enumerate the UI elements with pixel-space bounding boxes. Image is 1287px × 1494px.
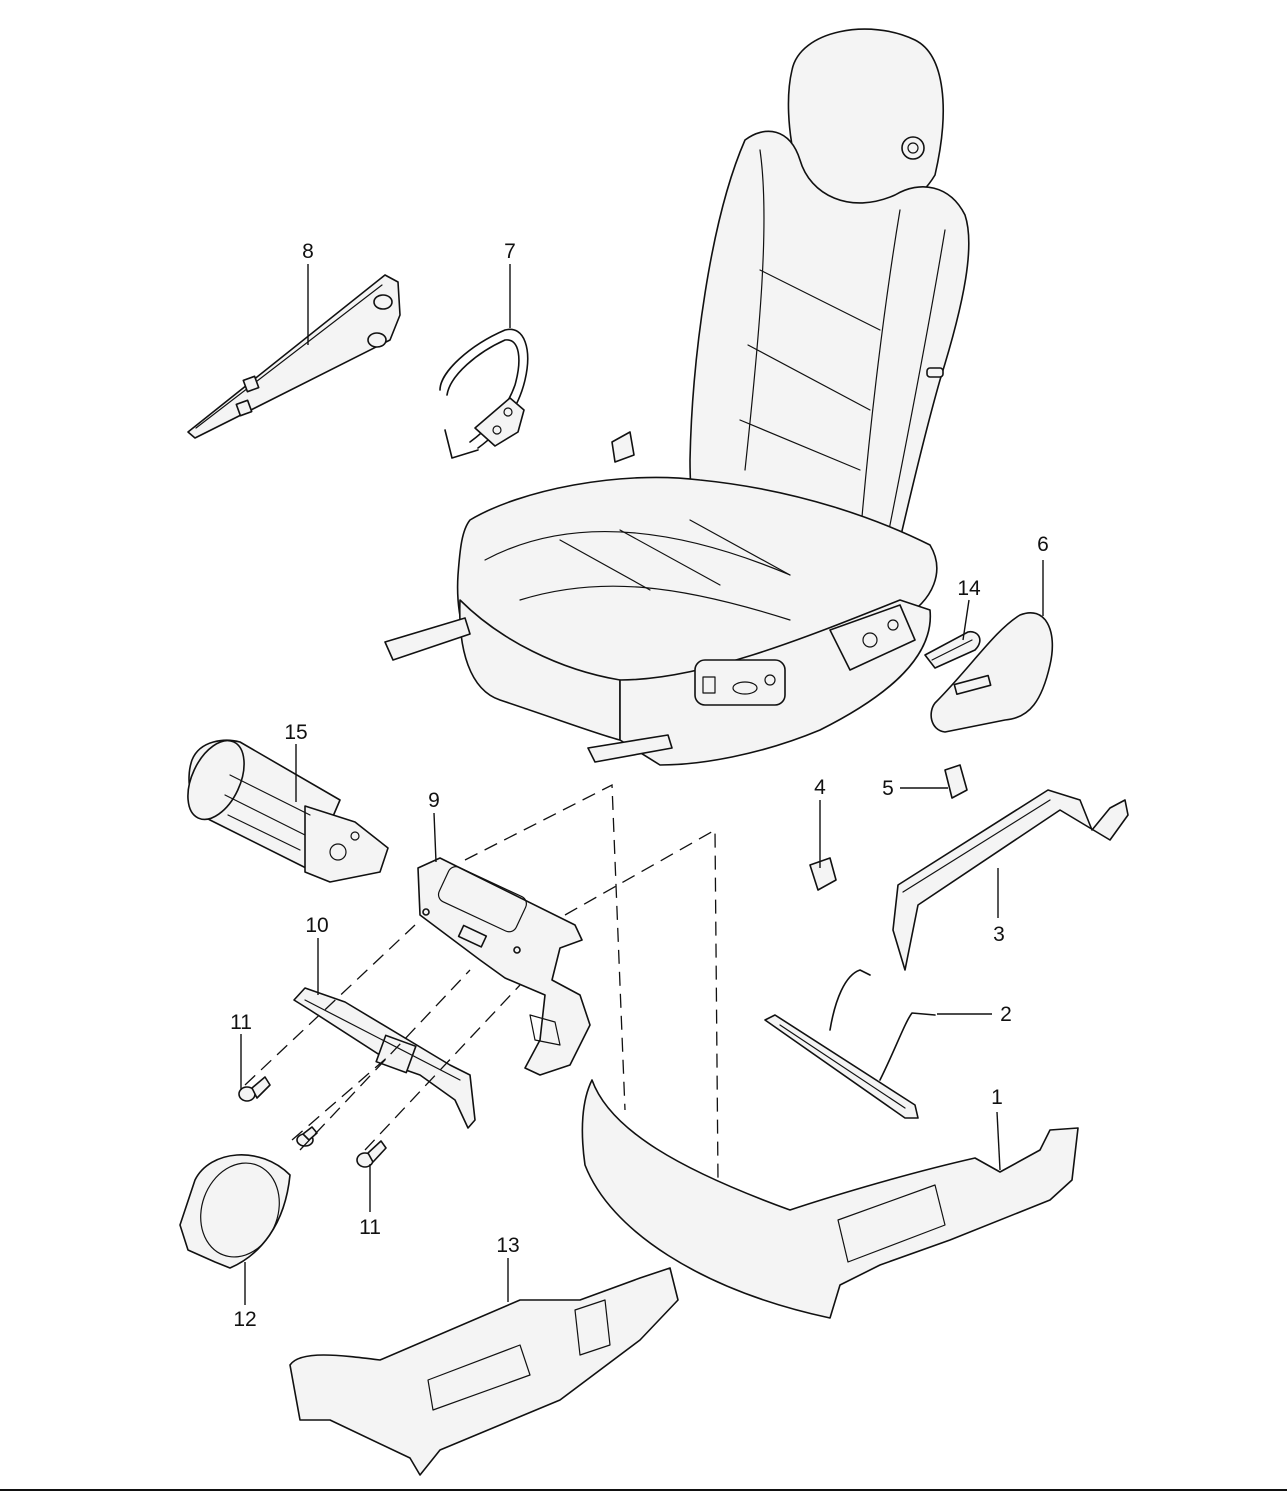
- callout-9: 9: [428, 789, 440, 812]
- part-7-wire-bracket[interactable]: [439, 328, 529, 459]
- leader-lines: [240, 264, 1044, 1305]
- seat-assembly[interactable]: [384, 28, 970, 766]
- part-11-screw-upper[interactable]: [238, 1076, 271, 1102]
- part-6-side-cover[interactable]: [930, 612, 1054, 733]
- part-3-rail-bracket[interactable]: [892, 789, 1129, 971]
- callout-3: 3: [993, 923, 1005, 946]
- callout-4: 4: [814, 776, 826, 799]
- callout-1: 1: [991, 1086, 1003, 1109]
- part-11-screw-lower[interactable]: [356, 1140, 387, 1168]
- part-8-backrest-trim[interactable]: [187, 274, 401, 439]
- part-4-clip[interactable]: [809, 857, 837, 891]
- part-13-side-trim[interactable]: [289, 1267, 679, 1476]
- part-12-cover-cap[interactable]: [179, 1152, 292, 1269]
- part-10-support-rail[interactable]: [293, 987, 476, 1129]
- assembly-lines: [244, 783, 719, 1181]
- part-14-clip[interactable]: [924, 630, 981, 669]
- callout-11-upper: 11: [230, 1011, 252, 1034]
- part-2-lever-bracket[interactable]: [764, 969, 936, 1119]
- callout-6: 6: [1037, 533, 1049, 556]
- part-5-clip[interactable]: [944, 764, 968, 799]
- callout-5: 5: [882, 777, 894, 800]
- part-1-seat-side-panel[interactable]: [581, 1079, 1079, 1319]
- callout-13: 13: [496, 1234, 519, 1257]
- part-9-mounting-bracket[interactable]: [417, 857, 591, 1076]
- callout-2: 2: [1000, 1003, 1012, 1026]
- callout-15: 15: [284, 721, 307, 744]
- callout-7: 7: [504, 240, 516, 263]
- callout-14: 14: [957, 577, 981, 600]
- callout-10: 10: [305, 914, 328, 937]
- callout-11-lower: 11: [359, 1216, 381, 1239]
- callout-12: 12: [233, 1308, 256, 1331]
- callout-8: 8: [302, 240, 314, 263]
- callout-numbers: 1 2 3 4 5 6 7 8 9 10 11 11 12 13 14 15: [230, 240, 1049, 1331]
- part-15-motor[interactable]: [176, 732, 389, 883]
- part-11-screw-small[interactable]: [296, 1126, 318, 1147]
